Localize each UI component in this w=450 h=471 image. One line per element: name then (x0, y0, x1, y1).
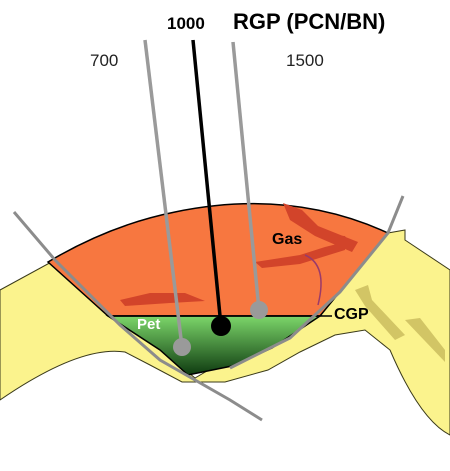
well-rgp-700-label: 700 (90, 51, 119, 70)
well-rgp-1500-label: 1500 (286, 51, 324, 70)
gas-zone-label: Gas (272, 231, 303, 248)
well-rgp-700-marker (173, 338, 191, 356)
gas-streak (330, 235, 350, 245)
gas-streak (255, 242, 345, 268)
well-rgp-700 (143, 39, 184, 348)
well-rgp-1500-marker (250, 301, 268, 319)
fault-line-right (229, 195, 405, 370)
fault-shadow-streak (355, 285, 405, 340)
fault-line-left (12, 211, 263, 422)
well-rgp-1000-label: 1000 (167, 14, 205, 33)
diagram-title: RGP (PCN/BN) (233, 9, 386, 34)
well-rgp-1000-marker (211, 316, 231, 336)
gas-cap (46, 202, 390, 317)
gas-streak-line (304, 254, 322, 306)
gas-streak (120, 293, 205, 306)
well-rgp-1000 (191, 39, 223, 327)
gas-oil-contact-label: CGP (334, 306, 369, 323)
fault-shadow-streak (405, 318, 445, 362)
oil-zone-label: Pet (137, 316, 161, 333)
well-rgp-1500 (231, 41, 261, 311)
